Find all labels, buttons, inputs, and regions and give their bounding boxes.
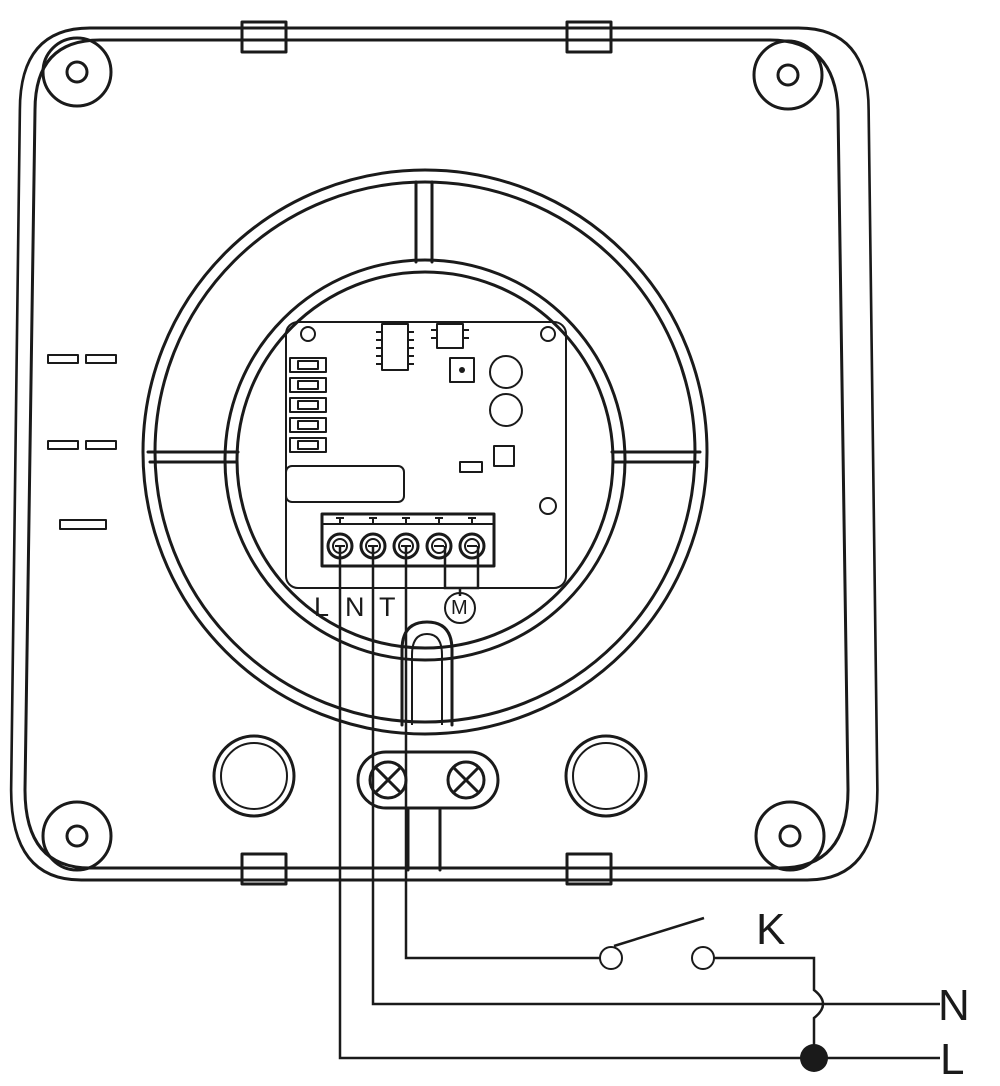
terminal-label-l: L	[314, 592, 330, 622]
switch-label-k: K	[756, 905, 786, 954]
junction-dot	[800, 1044, 828, 1072]
motor-label-m: M	[451, 597, 468, 619]
side-slots	[47, 354, 117, 530]
motor-rings	[141, 168, 709, 736]
housing-clip	[240, 852, 288, 886]
timer-wire	[404, 546, 600, 960]
switched-live-wire	[714, 956, 825, 1058]
terminal-label-t: T	[379, 592, 396, 622]
switch-contact	[691, 946, 715, 970]
switch-lever	[613, 916, 705, 948]
housing-clip	[565, 20, 613, 54]
live-label-l: L	[940, 1035, 965, 1084]
motor-connection	[443, 546, 480, 624]
terminal-block	[320, 512, 496, 568]
housing-clip	[240, 20, 288, 54]
neutral-wire	[371, 546, 940, 1006]
live-wire	[338, 546, 940, 1060]
external-wiring	[338, 546, 940, 1072]
housing-clip	[565, 852, 613, 886]
circuit-board	[285, 321, 567, 589]
cable-clamp	[212, 734, 648, 872]
switch-contact	[599, 946, 623, 970]
terminal-screw	[425, 517, 453, 560]
neutral-label-n: N	[938, 981, 970, 1030]
terminal-label-n: N	[345, 592, 365, 622]
fan-housing	[9, 20, 879, 886]
mounting-holes	[41, 36, 826, 872]
